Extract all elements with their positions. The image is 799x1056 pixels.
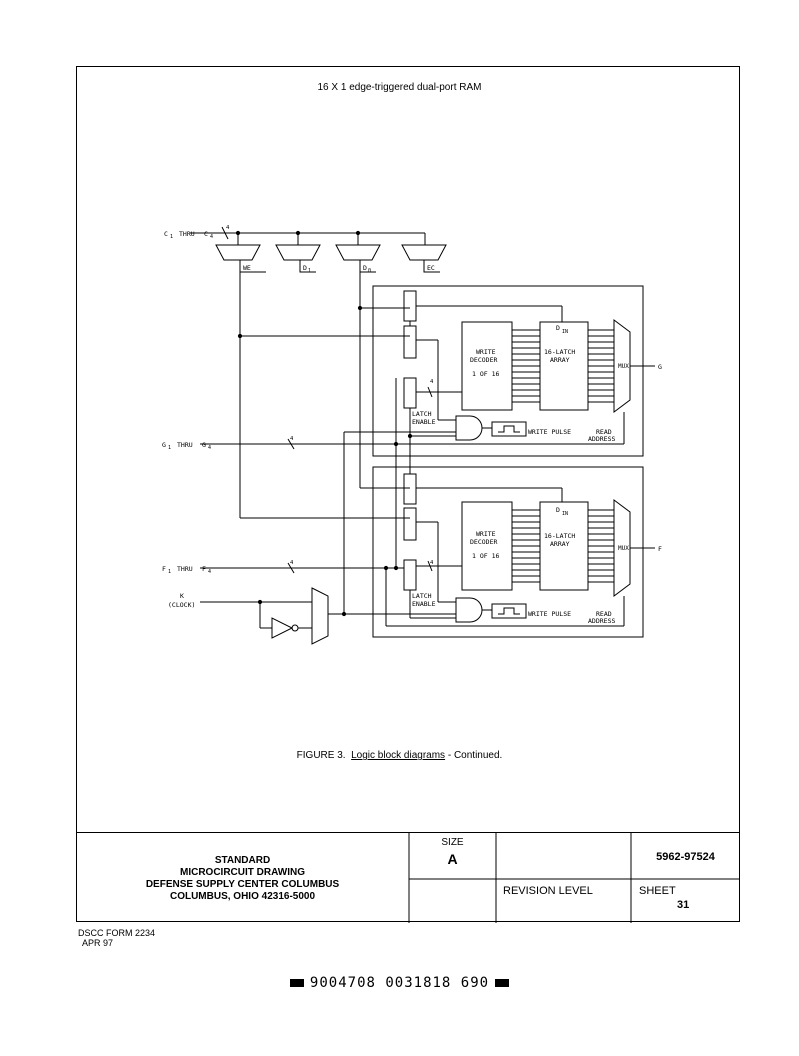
bottom-mux-label: MUX (618, 545, 629, 552)
top-mux (613, 319, 631, 413)
clock-mux (311, 587, 329, 645)
we-decoder (215, 244, 261, 261)
ec-label: EC (427, 264, 435, 272)
caption-suffix: - Continued. (447, 750, 503, 761)
caption-prefix: FIGURE 3. (296, 750, 346, 761)
k-label: K (180, 592, 184, 600)
g-sub1: 1 (168, 445, 171, 451)
barcode-block-right (495, 979, 510, 987)
g4-label: G (202, 441, 206, 449)
we-label: WE (243, 264, 251, 272)
g-input-label: G (162, 441, 166, 449)
top-write-pulse-label: WRITE PULSE (528, 428, 571, 436)
bottom-mux (613, 499, 631, 597)
bottom-decoder-label: DECODER (470, 538, 497, 546)
org-line2: MICROCIRCUIT DRAWING (180, 867, 305, 878)
org-line1: STANDARD (214, 855, 271, 866)
top-ram-block (372, 285, 644, 457)
top-enable-label: ENABLE (412, 418, 436, 426)
clock-inverter (271, 617, 294, 639)
top-read-label: READ (596, 428, 612, 436)
size-label: SIZE (441, 837, 464, 848)
f4-label: F (202, 565, 206, 573)
top-array-label: ARRAY (550, 356, 570, 364)
drawing-number: 5962-97524 (656, 851, 715, 863)
output-f-label: F (658, 545, 662, 553)
title-block: STANDARD MICROCIRCUIT DRAWING DEFENSE SU… (76, 832, 740, 923)
c-bus-width: 4 (226, 225, 230, 231)
barcode-text: 9004708 0031818 690 (309, 975, 490, 991)
f-thru: THRU (177, 565, 193, 573)
bottom-enable-label: ENABLE (412, 600, 436, 608)
top-addr-width: 4 (430, 379, 434, 385)
bottom-read-label: READ (596, 610, 612, 618)
bottom-and-gate (455, 597, 483, 623)
bottom-write-pulse-label: WRITE PULSE (528, 610, 571, 618)
c-sub1: 1 (170, 234, 173, 240)
top-latch16-label: 16-LATCH (544, 348, 575, 356)
bottom-write-label: WRITE (476, 530, 496, 538)
org-block: STANDARD MICROCIRCUIT DRAWING DEFENSE SU… (76, 833, 409, 923)
output-g-label: G (658, 363, 662, 371)
org-line4: COLUMBUS, OHIO 42316-5000 (169, 891, 316, 902)
form-id: DSCC FORM 2234 APR 97 (78, 928, 155, 948)
top-mux-label: MUX (618, 363, 629, 370)
drawing-frame (76, 66, 740, 922)
caption-link: Logic block diagrams (351, 750, 446, 761)
c-input-label: C (164, 230, 168, 238)
d0-label: D (363, 264, 367, 272)
revision-label: REVISION LEVEL (503, 885, 593, 897)
top-and-gate (455, 415, 483, 441)
d0-sub: 0 (368, 268, 371, 274)
d1-label: D (303, 264, 307, 272)
f-sub1: 1 (168, 569, 171, 575)
c4-label: C (204, 230, 208, 238)
top-address-label: ADDRESS (588, 435, 615, 443)
top-din-sub: IN (562, 329, 568, 335)
g-bus-width: 4 (290, 436, 294, 442)
g-sub4: 4 (208, 445, 211, 451)
sheet-label: SHEET (639, 885, 676, 897)
top-1of16-label: 1 OF 16 (472, 370, 499, 378)
top-latch-label: LATCH (412, 410, 432, 418)
d0-decoder (335, 244, 381, 261)
clock-label: (CLOCK) (168, 601, 195, 609)
form-line1: DSCC FORM 2234 (78, 928, 156, 938)
bottom-array-label: ARRAY (550, 540, 570, 548)
top-din-label: D (556, 324, 560, 332)
g-thru: THRU (177, 441, 193, 449)
barcode: 9004708 0031818 690 (0, 975, 799, 991)
form-line2: APR 97 (82, 938, 114, 948)
c-thru: THRU (179, 230, 195, 238)
top-decoder-label: DECODER (470, 356, 497, 364)
f-sub4: 4 (208, 569, 211, 575)
bottom-din-label: D (556, 506, 560, 514)
top-write-decoder (461, 321, 513, 411)
sheet-number: 31 (677, 899, 690, 911)
figure-title: 16 X 1 edge-triggered dual-port RAM (317, 82, 482, 93)
c-sub4: 4 (210, 234, 213, 240)
size-value: A (447, 851, 458, 867)
d1-decoder (275, 244, 321, 261)
barcode-block-left (289, 979, 304, 987)
bottom-write-decoder (461, 501, 513, 591)
bottom-latch-label: LATCH (412, 592, 432, 600)
ec-decoder (401, 244, 447, 261)
bottom-1of16-label: 1 OF 16 (472, 552, 499, 560)
bottom-address-label: ADDRESS (588, 617, 615, 625)
f-bus-width: 4 (290, 560, 294, 566)
figure-caption: FIGURE 3. Logic block diagrams - Continu… (0, 750, 799, 761)
org-line3: DEFENSE SUPPLY CENTER COLUMBUS (145, 879, 340, 890)
top-latch-array (539, 321, 589, 411)
bottom-addr-width: 4 (430, 560, 434, 566)
bottom-ram-block (372, 466, 644, 638)
f-input-label: F (162, 565, 166, 573)
bottom-latch16-label: 16-LATCH (544, 532, 575, 540)
bottom-din-sub: IN (562, 511, 568, 517)
top-write-label: WRITE (476, 348, 496, 356)
d1-sub: 1 (308, 268, 311, 274)
